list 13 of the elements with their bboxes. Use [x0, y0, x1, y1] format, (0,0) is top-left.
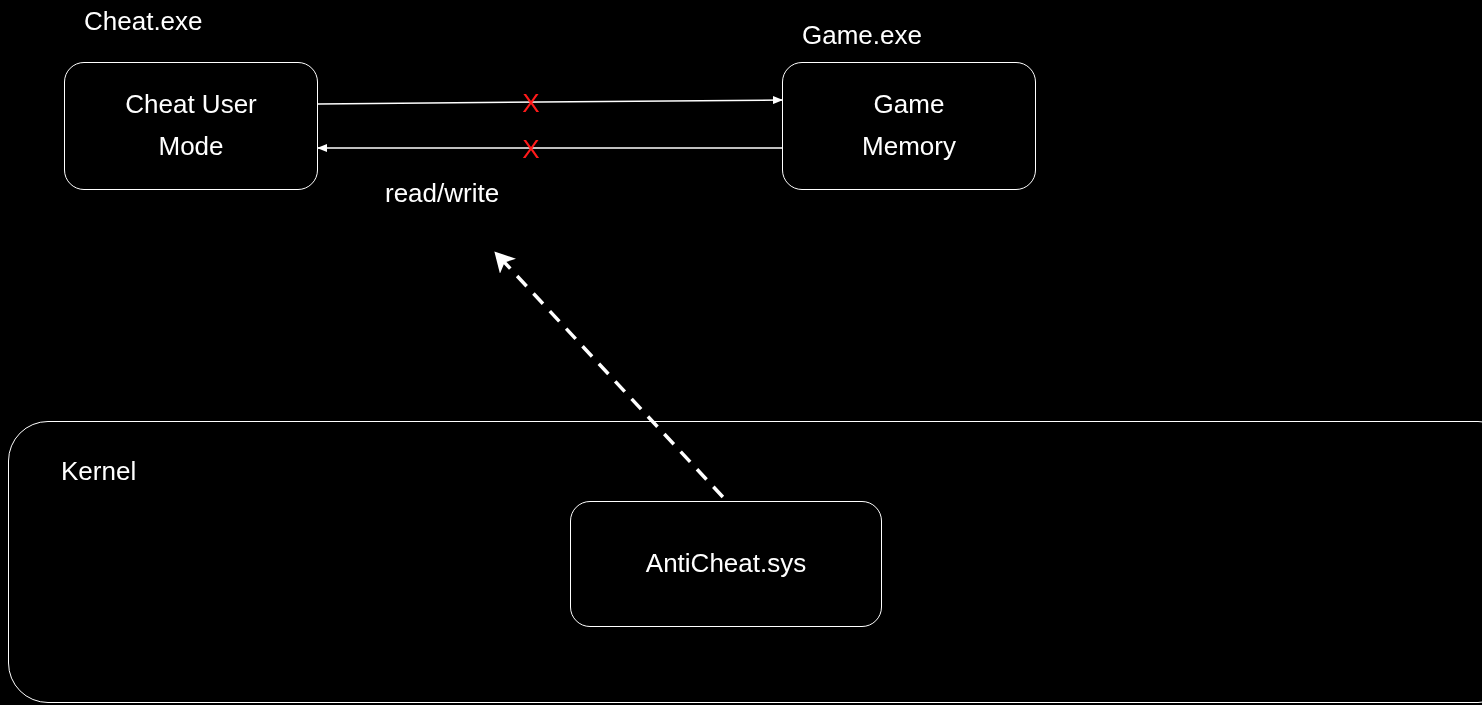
process-title: Game.exe	[802, 20, 922, 51]
arrow	[317, 96, 783, 105]
process-box	[64, 62, 318, 190]
process-box	[570, 501, 882, 627]
box-label: Game Memory	[861, 88, 957, 163]
box-label: AntiCheat.sys	[644, 547, 808, 581]
box-label: Cheat User Mode	[124, 88, 258, 163]
process-box	[782, 62, 1036, 190]
process-title: Cheat.exe	[84, 6, 203, 37]
annotation-text: read/write	[385, 178, 500, 209]
region-title: Kernel	[61, 456, 137, 487]
dashed-arrow	[494, 251, 725, 499]
arrow	[317, 144, 783, 152]
